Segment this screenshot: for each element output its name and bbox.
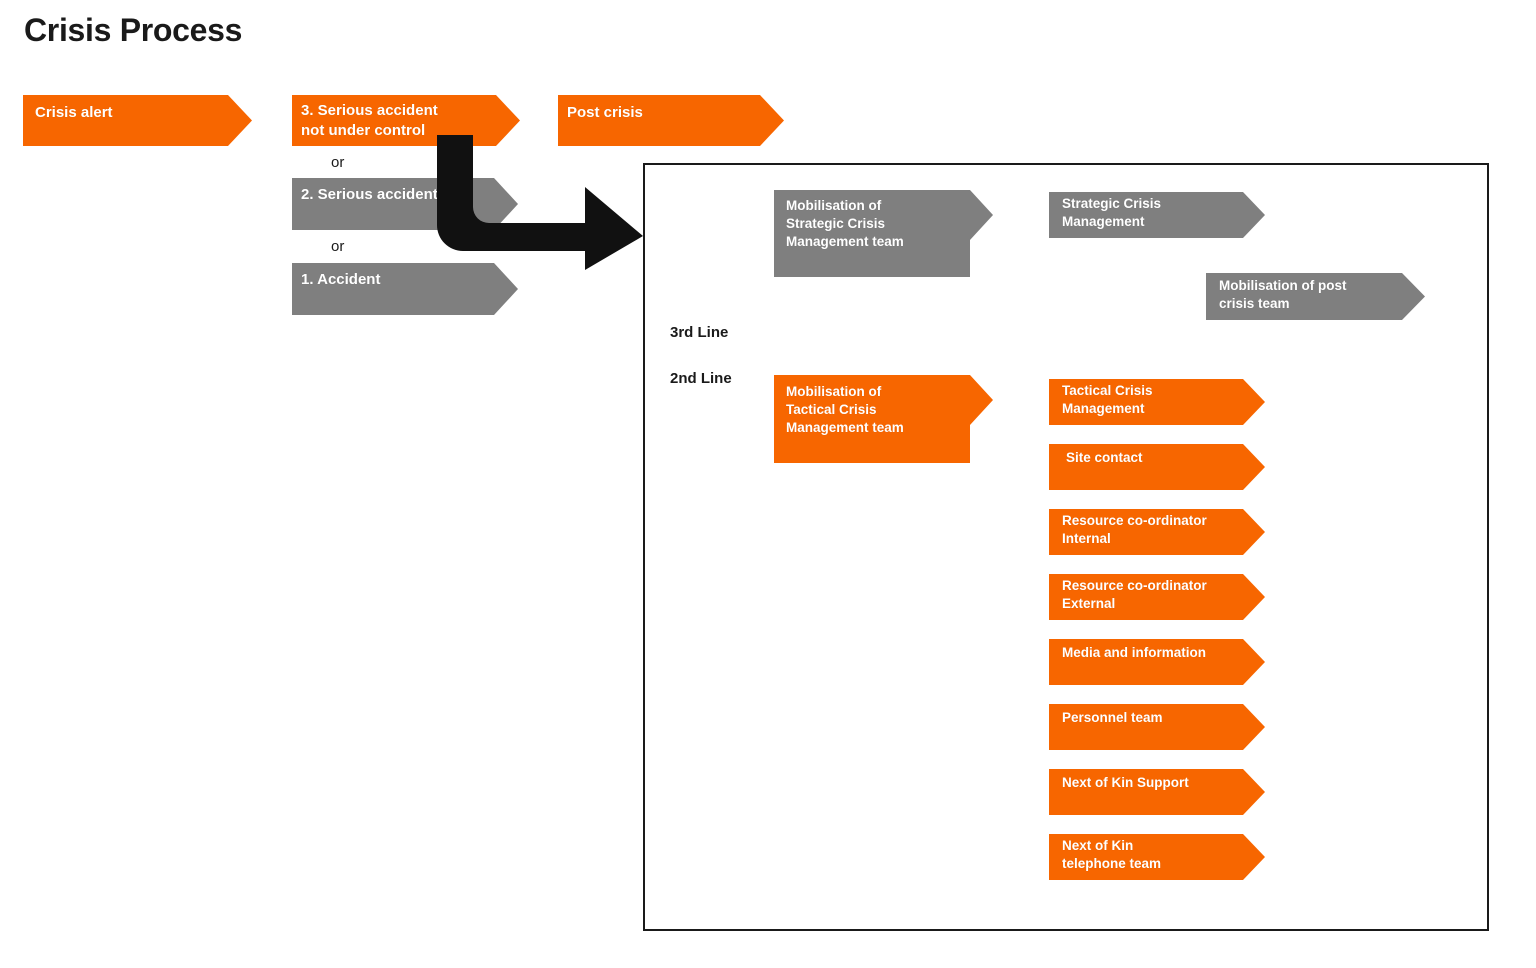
node-crisis-alert[interactable]: Crisis alert [23,95,252,146]
node-label: 3. Serious accident not under control [301,102,438,139]
node-media-and-information[interactable]: Media and information [1049,639,1265,685]
node-label: Strategic Crisis Management [1062,196,1162,230]
node-label: Site contact [1066,450,1143,465]
label-3rd-line: 3rd Line [670,324,729,341]
chevron-shape [1049,704,1265,750]
node-resource-coordinator-internal[interactable]: Resource co-ordinator Internal [1049,509,1265,555]
label-2nd-line: 2nd Line [670,370,732,387]
node-mobilisation-post-crisis-team[interactable]: Mobilisation of post crisis team [1206,273,1425,320]
chevron-shape [23,95,252,146]
chevron-shape [292,95,520,146]
chevron-shape [774,375,993,463]
chevron-shape [1049,769,1265,815]
chevron-shape [1049,379,1265,425]
node-label: 2. Serious accident [301,186,438,203]
chevron-shape [1049,639,1265,685]
or-label-1: or [331,154,345,171]
node-site-contact[interactable]: Site contact [1049,444,1265,490]
chevron-shape [558,95,784,146]
chevron-shape [1049,444,1265,490]
node-post-crisis[interactable]: Post crisis [558,95,784,146]
node-label: Next of Kin Support [1062,775,1189,790]
node-label: Crisis alert [35,104,113,121]
node-label: Media and information [1062,645,1207,660]
node-personnel-team[interactable]: Personnel team [1049,704,1265,750]
node-accident[interactable]: 1. Accident [292,263,518,315]
node-mobilisation-strategic-team[interactable]: Mobilisation of Strategic Crisis Managem… [774,190,993,277]
node-serious-accident-not-under-control[interactable]: 3. Serious accident not under control [292,95,520,146]
node-next-of-kin-telephone-team[interactable]: Next of Kin telephone team [1049,834,1265,880]
chevron-shape [1049,834,1265,880]
node-serious-accident[interactable]: 2. Serious accident [292,178,518,230]
node-label: Post crisis [567,104,643,121]
node-label: Tactical Crisis Management [1062,383,1153,417]
node-label: Mobilisation of Strategic Crisis Managem… [786,198,904,250]
or-label-2: or [331,238,345,255]
node-label: Resource co-ordinator External [1062,578,1207,612]
node-label: Resource co-ordinator Internal [1062,513,1207,547]
node-strategic-crisis-management[interactable]: Strategic Crisis Management [1049,192,1265,238]
chevron-shape [292,263,518,315]
node-label: 1. Accident [301,271,381,288]
crisis-management-panel [643,163,1489,931]
chevron-shape [774,190,993,277]
node-tactical-crisis-management[interactable]: Tactical Crisis Management [1049,379,1265,425]
node-mobilisation-tactical-team[interactable]: Mobilisation of Tactical Crisis Manageme… [774,375,993,463]
node-next-of-kin-support[interactable]: Next of Kin Support [1049,769,1265,815]
chevron-shape [1206,273,1425,320]
node-label: Mobilisation of post crisis team [1219,278,1347,312]
chevron-shape [1049,574,1265,620]
chevron-shape [1049,192,1265,238]
page-title: Crisis Process [24,12,243,48]
chevron-shape [1049,509,1265,555]
node-label: Personnel team [1062,710,1163,725]
node-resource-coordinator-external[interactable]: Resource co-ordinator External [1049,574,1265,620]
node-label: Mobilisation of Tactical Crisis Manageme… [786,384,904,436]
node-label: Next of Kin telephone team [1062,838,1162,872]
